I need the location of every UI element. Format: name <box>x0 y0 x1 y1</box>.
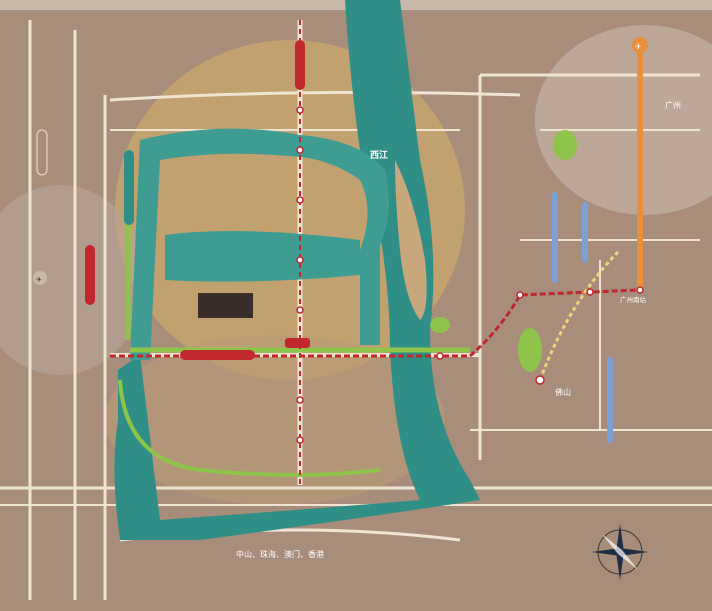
glow-west <box>0 185 145 375</box>
river-label: 西江 <box>370 149 388 161</box>
glow-south <box>105 335 445 505</box>
label-pill-west <box>124 150 134 225</box>
airplane-icon: ✈ <box>635 42 642 51</box>
west-airport-marker <box>33 271 47 285</box>
park-east-2 <box>518 328 542 372</box>
highlight-road <box>180 350 255 360</box>
west-airplane-icon: ✈ <box>36 276 42 284</box>
district-label-guangzhou: 广州 <box>665 100 681 110</box>
label-pill-red-west <box>85 245 95 305</box>
park-east-1 <box>553 130 577 160</box>
park-east-3 <box>430 317 450 333</box>
lake <box>165 231 360 282</box>
inner-canal <box>130 128 389 360</box>
station-label-gz-south: 广州南站 <box>620 295 647 304</box>
project-logo-box <box>198 293 253 318</box>
metro-yellow-line <box>538 248 622 381</box>
river-xijiang <box>114 0 480 540</box>
green-south <box>118 379 381 477</box>
river-island <box>395 160 427 320</box>
highlight-station <box>285 338 310 348</box>
label-pill-west-2 <box>36 129 48 176</box>
glow-guangzhou <box>535 25 712 215</box>
road-north-arc <box>109 90 521 102</box>
compass-icon <box>592 524 648 580</box>
metro-lines <box>552 47 643 443</box>
station-markers <box>296 106 644 444</box>
route-pill <box>228 547 368 561</box>
label-pill-north <box>295 40 305 90</box>
airport-marker <box>632 37 648 53</box>
bottom-route-label: 中山、珠海、澳门、香港 <box>236 549 324 559</box>
district-label-foshan: 佛山 <box>555 387 571 397</box>
